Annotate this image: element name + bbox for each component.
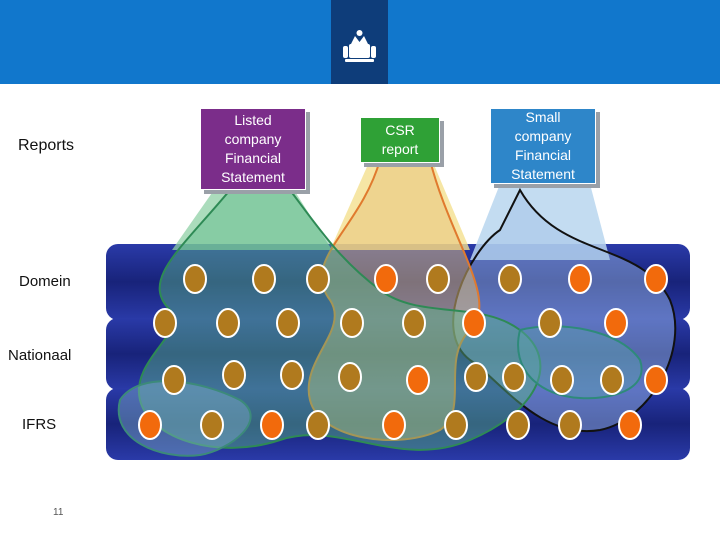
dot bbox=[374, 264, 398, 294]
dot bbox=[153, 308, 177, 338]
row-label-reports: Reports bbox=[18, 137, 75, 154]
dot bbox=[183, 264, 207, 294]
report-small-line: Small bbox=[525, 109, 561, 125]
royal-coat-of-arms-icon bbox=[343, 30, 376, 62]
dot bbox=[162, 365, 186, 395]
dot bbox=[340, 308, 364, 338]
dot bbox=[502, 362, 526, 392]
dot bbox=[138, 410, 162, 440]
report-listed-line: Listed bbox=[234, 112, 272, 128]
dot bbox=[406, 365, 430, 395]
dot bbox=[618, 410, 642, 440]
report-listed-line: Statement bbox=[221, 169, 285, 185]
dot bbox=[464, 362, 488, 392]
dot bbox=[644, 365, 668, 395]
row-label-ifrs: IFRS bbox=[22, 416, 57, 433]
dot bbox=[600, 365, 624, 395]
dot bbox=[280, 360, 304, 390]
dot bbox=[550, 365, 574, 395]
dot bbox=[260, 410, 284, 440]
page-number: 11 bbox=[53, 507, 64, 518]
report-csr: CSR report bbox=[360, 117, 440, 163]
dot bbox=[306, 264, 330, 294]
report-csr-line: report bbox=[381, 141, 419, 157]
report-listed-line: company bbox=[224, 131, 282, 147]
listed-cone bbox=[172, 190, 332, 250]
dot bbox=[498, 264, 522, 294]
dot bbox=[402, 308, 426, 338]
report-listed-line: Financial bbox=[224, 150, 281, 166]
dot bbox=[306, 410, 330, 440]
dot bbox=[426, 264, 450, 294]
dot bbox=[644, 264, 668, 294]
dot bbox=[252, 264, 276, 294]
report-small-line: Statement bbox=[511, 166, 575, 182]
report-listed-company: Listed company Financial Statement bbox=[200, 108, 306, 190]
row-label-nationaal: Nationaal bbox=[8, 347, 72, 364]
dot bbox=[200, 410, 224, 440]
dot bbox=[568, 264, 592, 294]
dot bbox=[558, 410, 582, 440]
row-label-domein: Domein bbox=[19, 273, 71, 290]
report-csr-line: CSR bbox=[385, 122, 415, 138]
report-small-line: Financial bbox=[514, 147, 571, 163]
small-cone bbox=[470, 184, 610, 260]
report-small-line: company bbox=[514, 128, 572, 144]
dot bbox=[604, 308, 628, 338]
dot bbox=[216, 308, 240, 338]
crest-panel bbox=[331, 0, 388, 84]
dot bbox=[462, 308, 486, 338]
dot bbox=[506, 410, 530, 440]
dot bbox=[338, 362, 362, 392]
dot bbox=[276, 308, 300, 338]
dot bbox=[222, 360, 246, 390]
dot bbox=[538, 308, 562, 338]
dot bbox=[444, 410, 468, 440]
dots-group bbox=[138, 264, 668, 440]
dot bbox=[382, 410, 406, 440]
report-small-company: Small company Financial Statement bbox=[490, 108, 596, 184]
